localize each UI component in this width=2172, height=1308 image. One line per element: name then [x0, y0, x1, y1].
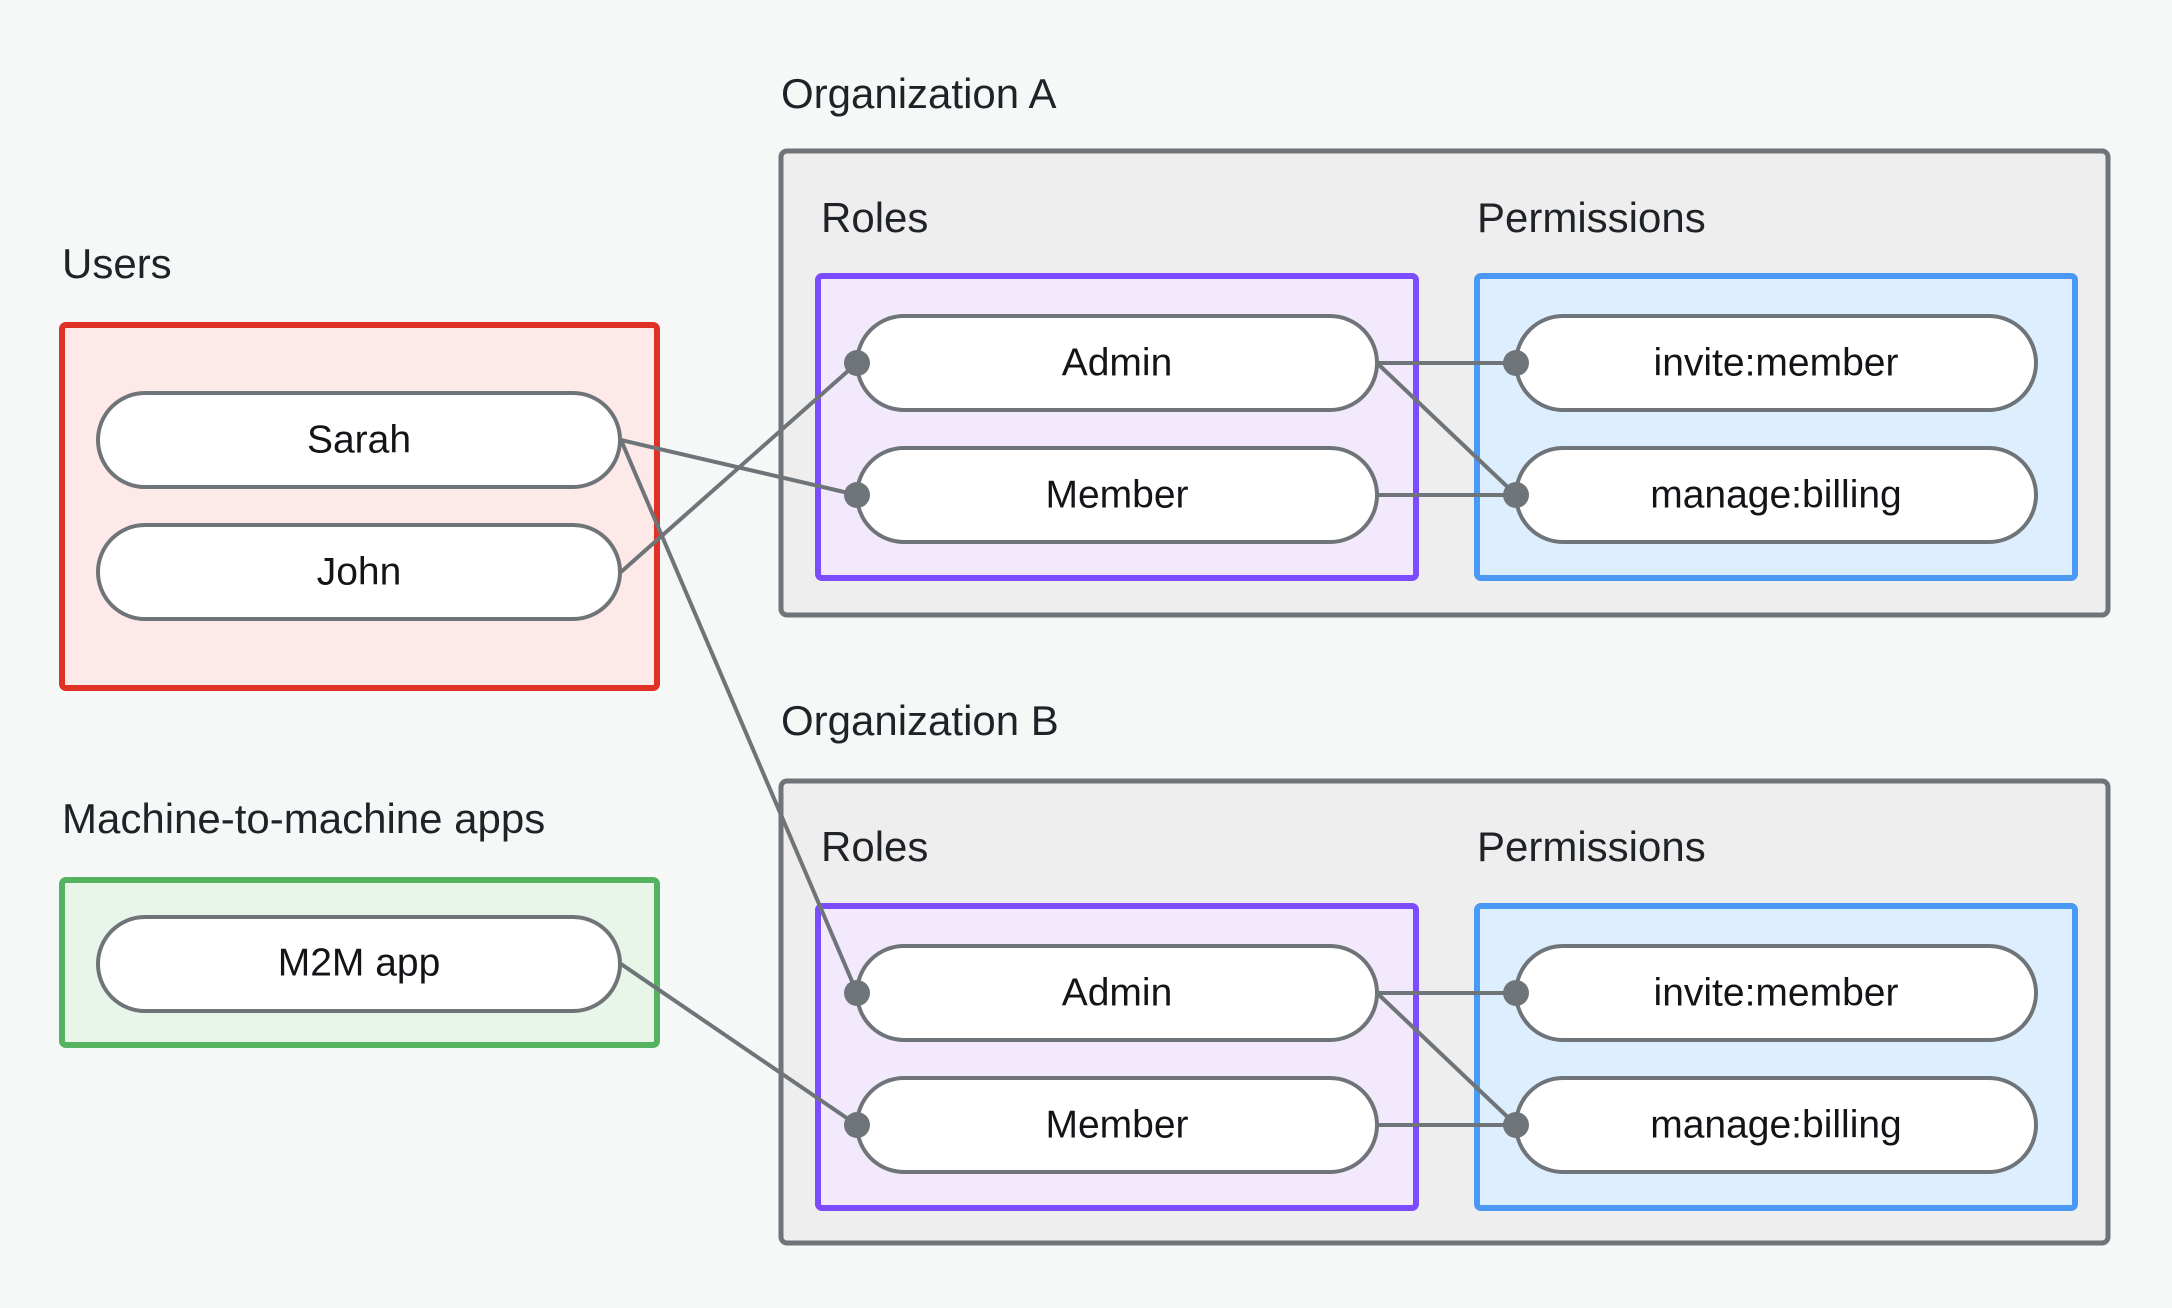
port-a-billing-in: [1503, 482, 1529, 508]
edge-layer: [619, 361, 1518, 1127]
node-a-invite-member[interactable]: invite:member: [1514, 314, 2038, 412]
port-layer: [844, 350, 1529, 1138]
port-b-billing-in: [1503, 1112, 1529, 1138]
node-m2m-app-label: M2M app: [278, 941, 441, 984]
users-group-title: Users: [62, 240, 172, 287]
port-a-member-in: [844, 482, 870, 508]
node-sarah[interactable]: Sarah: [96, 391, 622, 489]
org-b-title: Organization B: [781, 697, 1059, 744]
node-b-admin-label: Admin: [1062, 971, 1173, 1014]
node-a-invite-member-label: invite:member: [1654, 341, 1899, 384]
node-a-member[interactable]: Member: [855, 446, 1379, 544]
org-b-roles-title: Roles: [821, 823, 928, 870]
users-container: [59, 322, 660, 691]
node-b-admin[interactable]: Admin: [855, 944, 1379, 1042]
node-b-member[interactable]: Member: [855, 1076, 1379, 1174]
edge-b-admin-to-b-billing: [1375, 991, 1518, 1127]
node-sarah-label: Sarah: [307, 418, 411, 461]
node-b-invite-member-label: invite:member: [1654, 971, 1899, 1014]
org-a-title: Organization A: [781, 70, 1057, 117]
node-b-member-label: Member: [1045, 1103, 1188, 1146]
edge-john-to-a-admin: [619, 361, 859, 574]
port-a-admin-in: [844, 350, 870, 376]
org-b-permissions-title: Permissions: [1477, 823, 1706, 870]
node-a-manage-billing-label: manage:billing: [1650, 473, 1902, 516]
node-a-member-label: Member: [1045, 473, 1188, 516]
m2m-group-title: Machine-to-machine apps: [62, 795, 545, 842]
node-a-admin[interactable]: Admin: [855, 314, 1379, 412]
node-b-manage-billing-label: manage:billing: [1650, 1103, 1902, 1146]
node-b-manage-billing[interactable]: manage:billing: [1514, 1076, 2038, 1174]
port-b-member-in: [844, 1112, 870, 1138]
edge-sarah-to-b-admin: [619, 439, 859, 994]
node-a-manage-billing[interactable]: manage:billing: [1514, 446, 2038, 544]
node-john[interactable]: John: [96, 523, 622, 621]
edge-a-admin-to-a-billing: [1375, 361, 1518, 497]
node-a-admin-label: Admin: [1062, 341, 1173, 384]
org-a-permissions-title: Permissions: [1477, 194, 1706, 241]
port-b-admin-in: [844, 980, 870, 1006]
edge-m2m-to-b-member: [619, 962, 859, 1127]
org-a-roles-title: Roles: [821, 194, 928, 241]
node-m2m-app[interactable]: M2M app: [96, 915, 622, 1013]
port-b-invite-in: [1503, 980, 1529, 1006]
port-a-invite-in: [1503, 350, 1529, 376]
node-john-label: John: [317, 550, 402, 593]
node-b-invite-member[interactable]: invite:member: [1514, 944, 2038, 1042]
